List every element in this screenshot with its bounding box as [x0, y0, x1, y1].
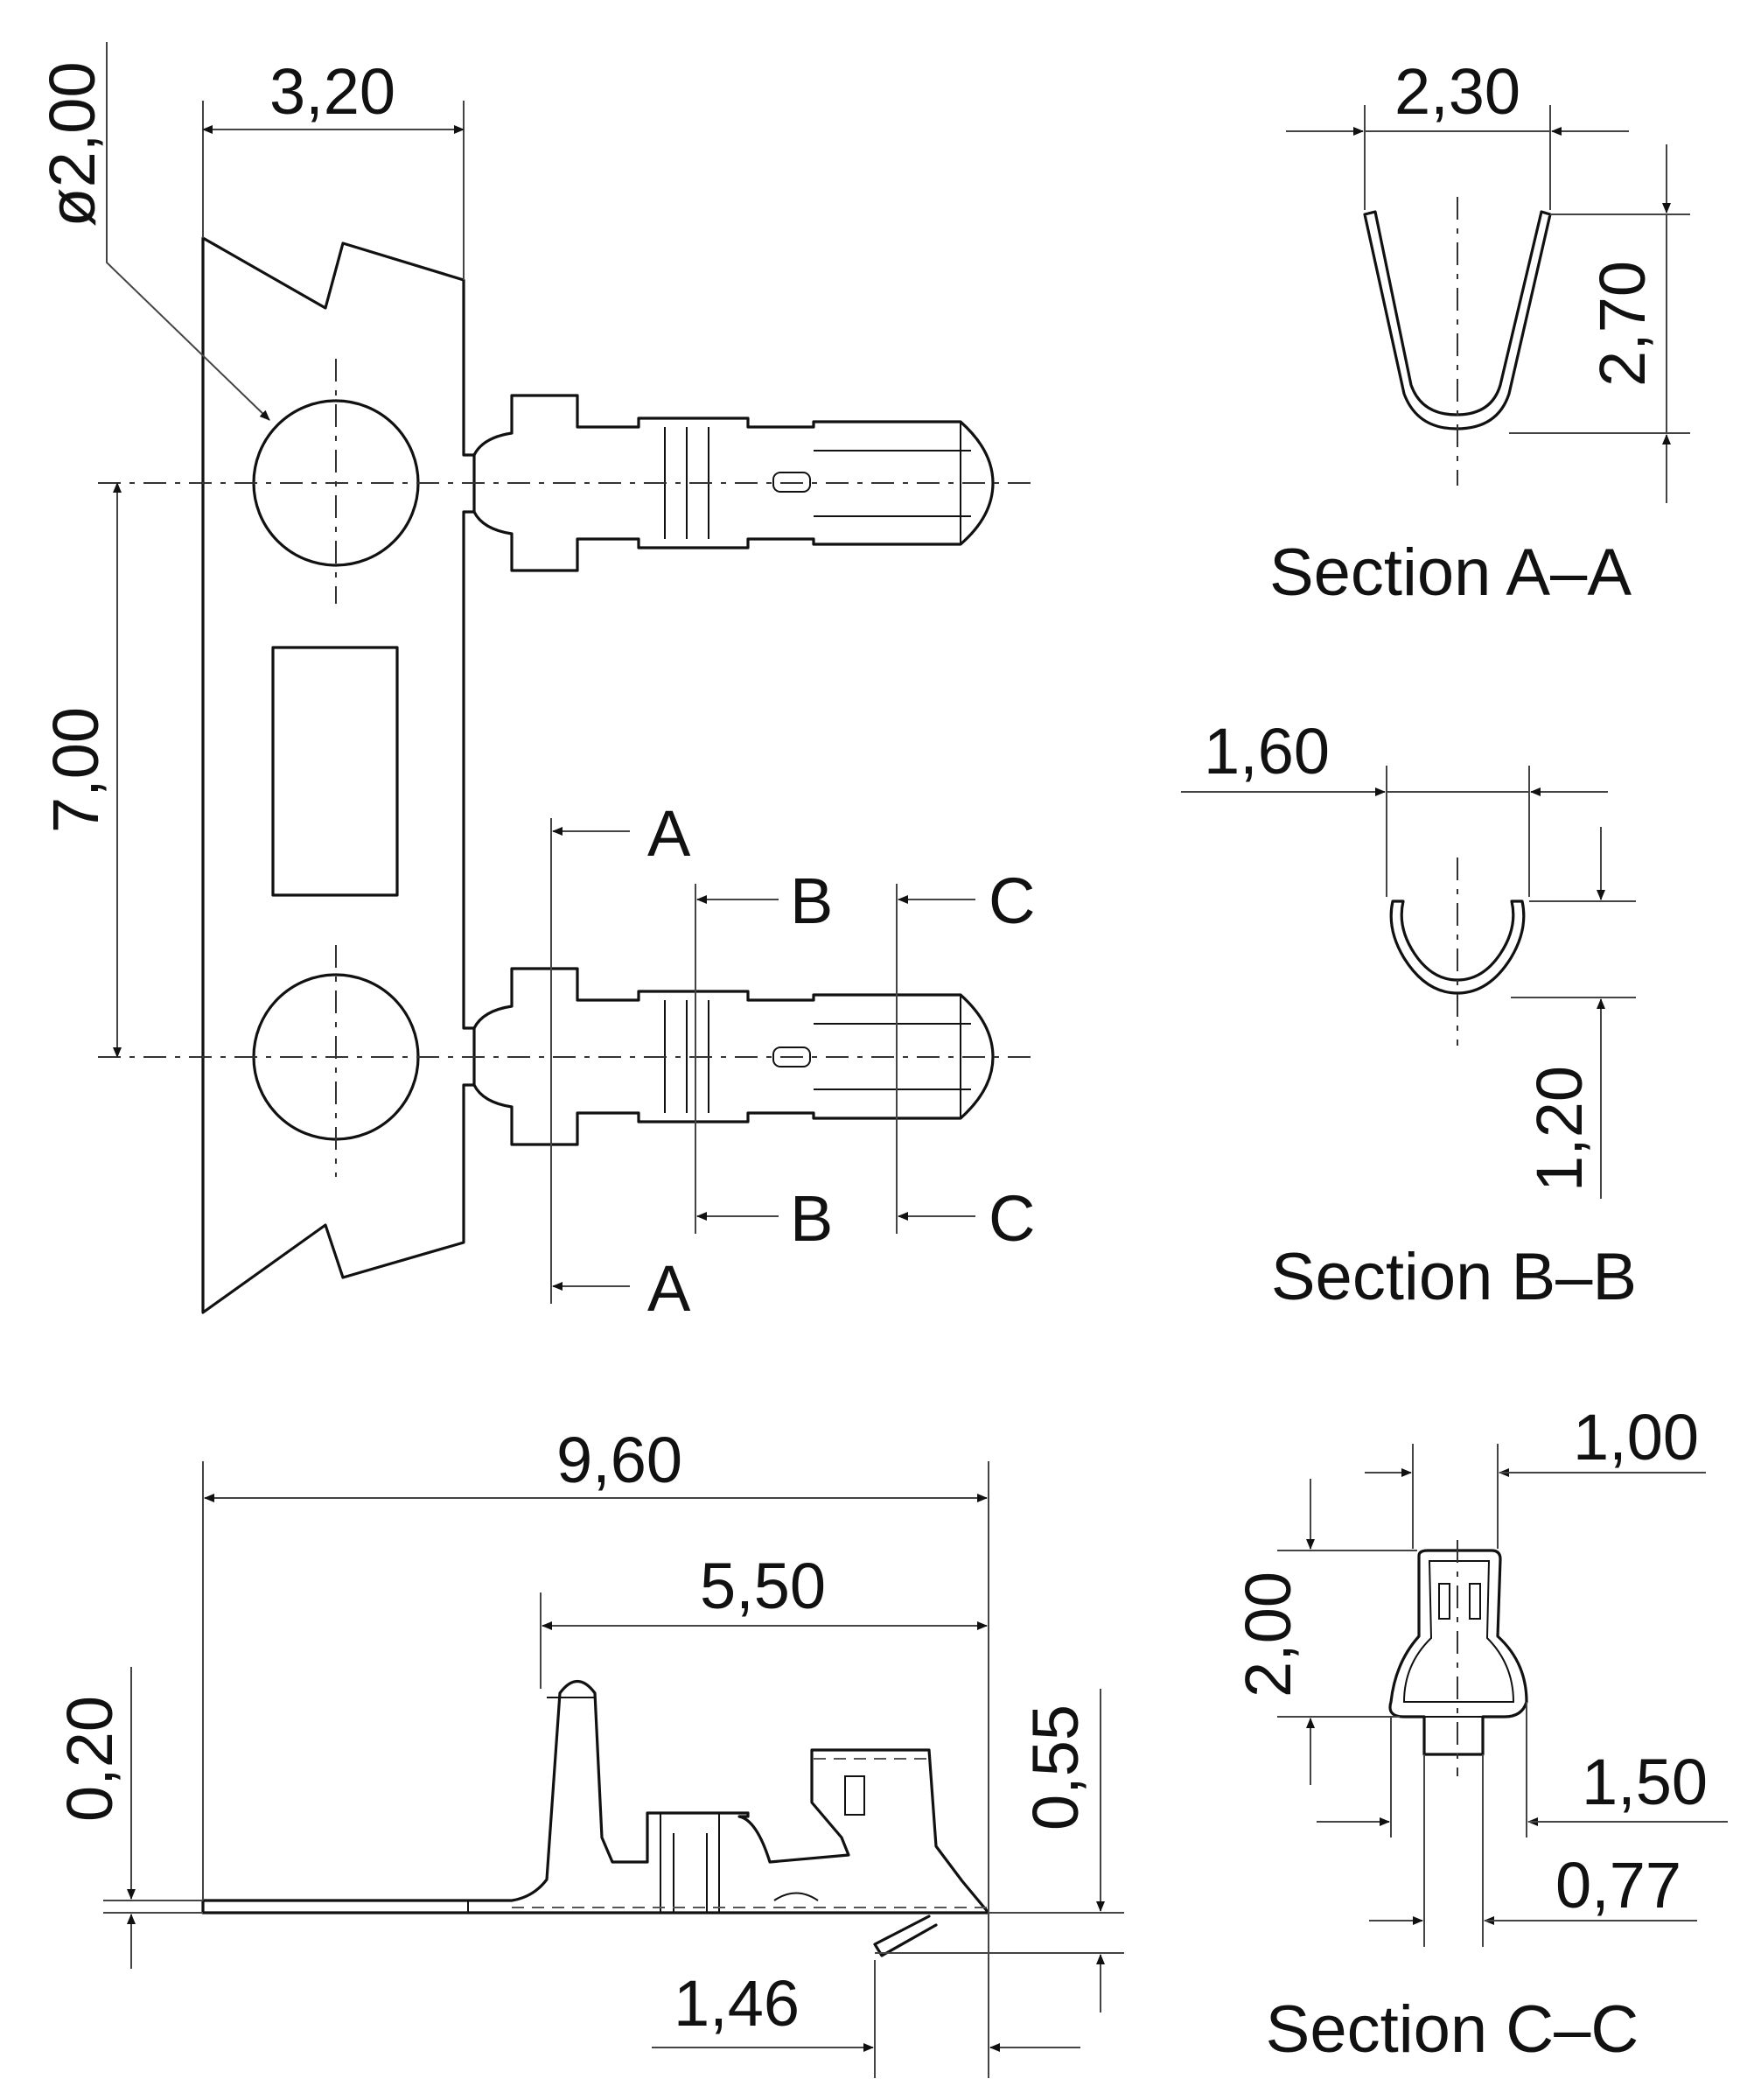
cut-line-b: B B: [695, 864, 833, 1255]
dim-0-55: 0,55: [1019, 1704, 1092, 1830]
svg-text:B: B: [790, 1182, 833, 1255]
section-b-b-title: Section B–B: [1271, 1240, 1637, 1314]
cut-line-a: A A: [550, 797, 691, 1325]
dim-9-60: 9,60: [556, 1424, 682, 1496]
dim-7-00: 7,00: [39, 707, 112, 833]
section-c-c-title: Section C–C: [1266, 1992, 1639, 2067]
svg-text:C: C: [989, 864, 1035, 937]
dim-0-20: 0,20: [53, 1696, 126, 1822]
section-b-b: 1,60 1,20 Section B–B: [1181, 715, 1637, 1314]
dim-0-77: 0,77: [1555, 1849, 1681, 1922]
dim-1-20: 1,20: [1523, 1066, 1596, 1192]
section-a-a-title: Section A–A: [1269, 536, 1632, 610]
strip-window: [271, 646, 399, 897]
section-a-a: 2,30 2,70 Section A–A: [1269, 55, 1690, 610]
svg-text:A: A: [647, 797, 691, 870]
svg-text:C: C: [989, 1182, 1035, 1255]
dim-1-00: 1,00: [1573, 1401, 1699, 1474]
dim-5-50: 5,50: [700, 1550, 826, 1622]
terminal-upper: [472, 394, 995, 572]
side-view: 9,60 5,50 0,20 0,55 1,46: [53, 1424, 1124, 2078]
svg-text:B: B: [790, 864, 833, 937]
dim-diameter-2-00: ø2,00: [36, 61, 108, 227]
dim-1-46: 1,46: [674, 1967, 800, 2040]
section-c-c: 1,00 2,00 1,50 0,77 Section C–C: [1232, 1401, 1728, 2067]
svg-text:A: A: [647, 1252, 691, 1325]
dim-2-70: 2,70: [1586, 261, 1659, 387]
dim-1-60: 1,60: [1204, 715, 1330, 788]
dim-2-30: 2,30: [1394, 55, 1520, 128]
dim-2-00-c: 2,00: [1232, 1572, 1304, 1698]
cut-line-c: C C: [896, 864, 1035, 1255]
terminal-side-profile: [201, 1679, 990, 1914]
dim-1-50: 1,50: [1582, 1746, 1708, 1818]
carrier-strip-outline: [201, 236, 476, 1314]
top-view: 3,20 ø2,00 7,00 A A B B C C: [36, 42, 1037, 1325]
dim-3-20: 3,20: [269, 55, 395, 128]
